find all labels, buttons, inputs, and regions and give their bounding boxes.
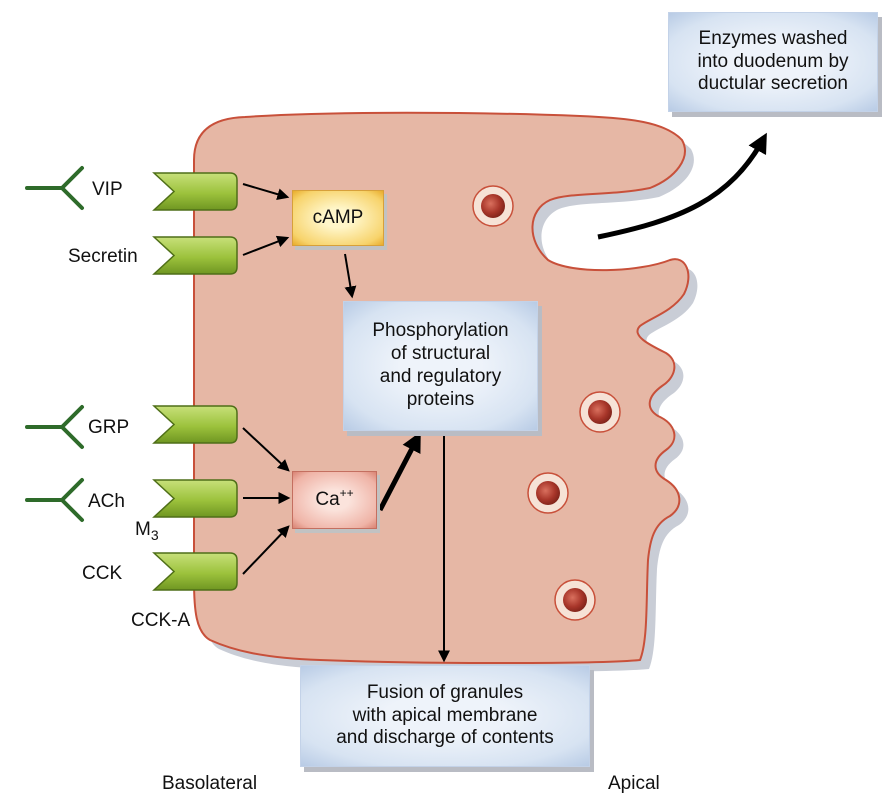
receptor-secretin-icon <box>152 236 238 275</box>
receptor-label-m3: M3 <box>135 519 159 543</box>
zymogen-granule <box>472 185 514 227</box>
ligand-label-cck: CCK <box>82 563 123 584</box>
receptor-label-cck-a: CCK-A <box>131 610 191 631</box>
ligand-ach-icon <box>25 478 84 522</box>
arrow-secretion-to-duodenum <box>597 132 767 240</box>
zymogen-granule <box>554 579 596 621</box>
ligand-grp-icon <box>25 405 84 449</box>
granule-fusion-box: Fusion of granules with apical membrane … <box>300 665 590 767</box>
arrow-vip-to-camp <box>242 183 290 201</box>
basolateral-label: Basolateral <box>162 773 258 794</box>
arrow-grp-to-ca <box>242 427 290 472</box>
ligand-label-vip: VIP <box>92 179 123 200</box>
arrow-secretin-to-camp <box>242 235 290 256</box>
receptor-cck-a-icon <box>152 552 238 591</box>
arrow-ca-to-phosphorylation <box>377 431 421 512</box>
camp-box: cAMP <box>292 190 384 246</box>
apical-label: Apical <box>608 773 660 794</box>
zymogen-granule <box>579 391 621 433</box>
calcium-box: Ca++ <box>292 471 377 529</box>
receptor-grp-icon <box>152 405 238 444</box>
ligand-label-secretin: Secretin <box>68 246 138 267</box>
ligand-label-ach: ACh <box>88 491 125 512</box>
ligand-vip-icon <box>25 166 84 210</box>
enzymes-duodenum-box: Enzymes washed into duodenum by ductular… <box>668 12 878 112</box>
arrow-cck-to-ca <box>242 525 290 575</box>
zymogen-granule <box>527 472 569 514</box>
receptor-vip-icon <box>152 172 238 211</box>
arrow-camp-to-phosphorylation <box>344 253 357 299</box>
ligand-label-grp: GRP <box>88 417 130 438</box>
receptor-m3-icon <box>152 479 238 518</box>
phosphorylation-box: Phosphorylation of structural and regula… <box>343 301 538 431</box>
